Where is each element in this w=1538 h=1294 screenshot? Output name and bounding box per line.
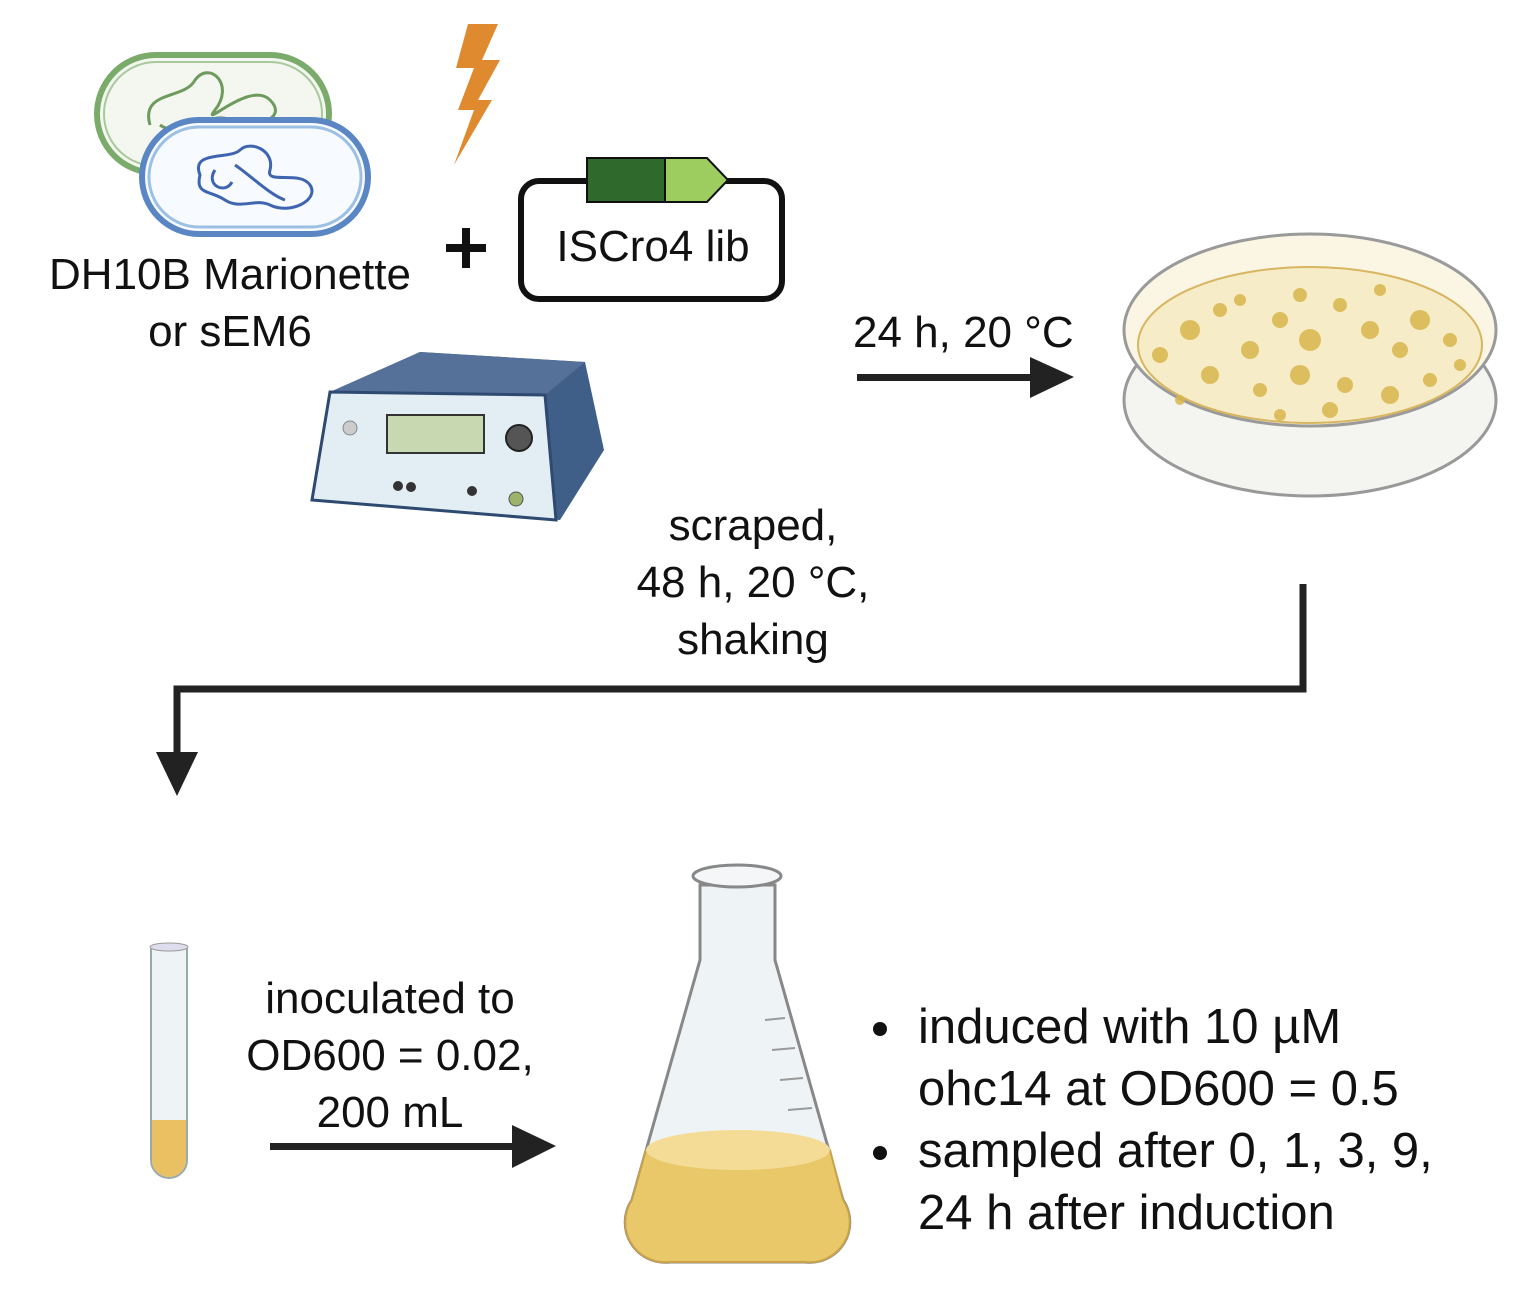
step1-label: 24 h, 20 °C [853,308,1074,357]
arrow-right-2 [270,1125,556,1168]
plasmid-label: ISCro4 lib [556,222,750,271]
step2-label: scraped, 48 h, 20 °C, shaking [600,497,906,668]
strain-label-line1: DH10B Marionette [49,250,411,299]
note-induction: induced with 10 µM ohc14 at OD600 = 0.5 [908,996,1433,1120]
strain-label-line2: or sEM6 [148,307,312,357]
note-sampling: sampled after 0, 1, 3, 9, 24 h after indu… [908,1120,1433,1244]
step2-line2: 48 h, 20 °C, [636,558,870,607]
petri-dish-icon [1122,232,1498,498]
erlenmeyer-flask-icon [623,863,852,1264]
electroporator-icon [310,352,604,522]
step3-label: inoculated to OD600 = 0.02, 200 mL [230,970,550,1141]
induction-notes: induced with 10 µM ohc14 at OD600 = 0.5 s… [860,996,1433,1244]
electroporation-bolt-icon [454,24,500,165]
note-sampling-line2: 24 h after induction [918,1186,1335,1240]
plus-icon [446,228,486,268]
step3-line3: 200 mL [316,1088,464,1137]
blue-bacterium-icon [139,117,371,237]
step2-line1: scraped, [668,501,838,550]
arrow-right-1 [857,357,1074,398]
strain-label: DH10B Marionette or sEM6 [20,246,440,360]
note-sampling-line1: sampled after 0, 1, 3, 9, [918,1124,1433,1178]
step3-line2: OD600 = 0.02, [246,1031,534,1080]
note-induction-line1: induced with 10 µM [918,1000,1342,1054]
plasmid-icon [518,157,785,302]
step3-line1: inoculated to [265,974,515,1023]
note-induction-line2: ohc14 at OD600 = 0.5 [918,1062,1399,1116]
step2-line3: shaking [677,615,829,664]
arrow-elbow-down [156,584,1307,796]
test-tube-icon [149,942,189,1179]
